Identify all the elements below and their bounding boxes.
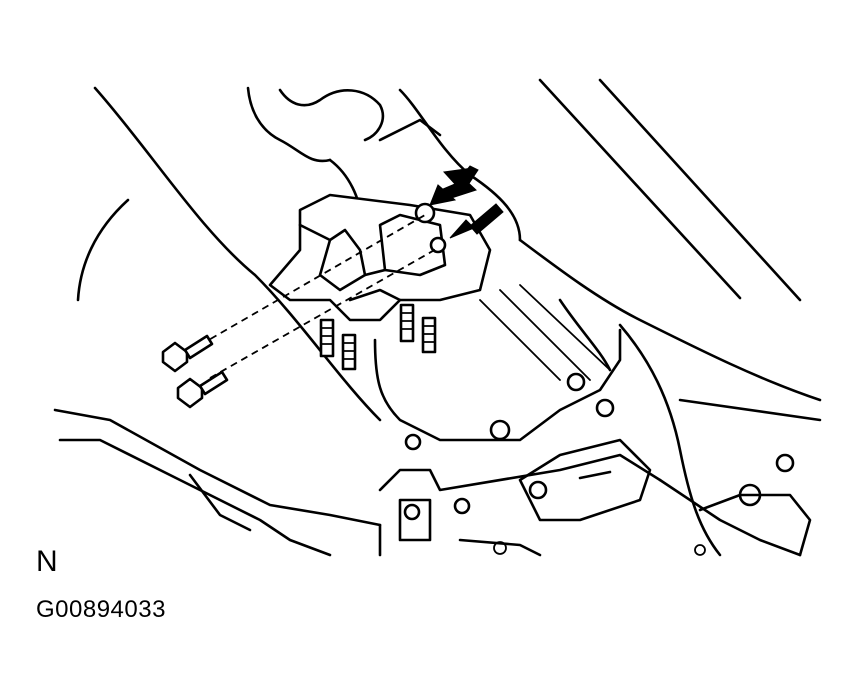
bolt <box>176 370 229 409</box>
orientation-label: N <box>36 545 58 578</box>
mount-bracket <box>268 193 492 322</box>
bolt <box>161 334 214 373</box>
crossmember <box>53 408 812 557</box>
indicator-arrow <box>429 165 479 206</box>
installation-guides <box>199 214 439 379</box>
figure-id: G00894033 <box>36 596 166 623</box>
indicator-arrow <box>449 203 504 239</box>
transmission-housing <box>373 284 795 507</box>
mount-studs <box>319 303 437 371</box>
